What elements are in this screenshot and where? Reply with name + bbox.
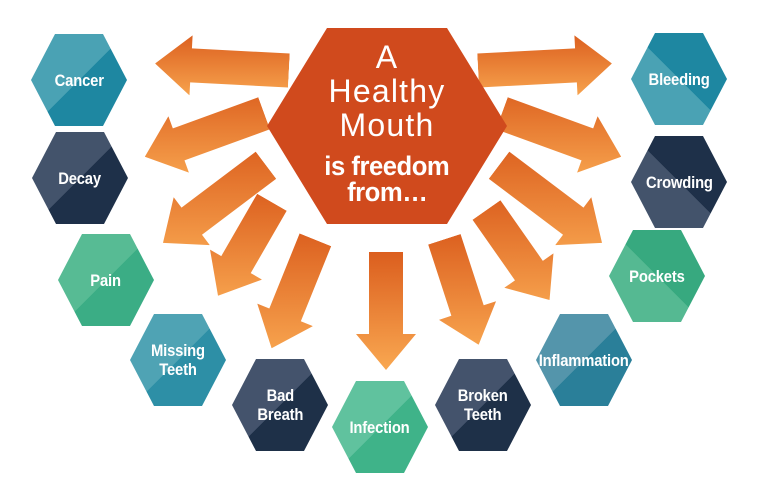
hexagon-crowding: Crowding	[631, 136, 727, 228]
hexagon-pockets: Pockets	[609, 230, 705, 322]
subtitle-line-1: is freedom	[324, 151, 450, 181]
hexagon-label-bleeding: Bleeding	[648, 69, 710, 89]
center-hexagon: A Healthy Mouth is freedom from…	[267, 28, 507, 224]
hexagon-inflammation: Inflammation	[536, 314, 632, 406]
title-line-mouth: Mouth	[339, 107, 435, 143]
hexagon-pain: Pain	[58, 234, 154, 326]
hexagon-bleeding: Bleeding	[631, 33, 727, 125]
hexagon-label-decay: Decay	[58, 168, 102, 188]
hexagon-label-crowding: Crowding	[645, 172, 713, 192]
hexagon-label-infection: Infection	[349, 417, 411, 437]
title-line-a: A	[375, 39, 399, 75]
hexagon-label-cancer: Cancer	[54, 70, 104, 90]
hexagon-label-pockets: Pockets	[629, 266, 685, 286]
subtitle-line-2: from…	[346, 177, 428, 207]
hexagon-label-inflammation: Inflammation	[539, 350, 629, 370]
title-line-healthy: Healthy	[328, 73, 446, 109]
hexagon-label-pain: Pain	[90, 270, 122, 290]
hexagon-infection: Infection	[332, 381, 428, 473]
hexagon-decay: Decay	[32, 132, 128, 224]
hexagon-cancer: Cancer	[31, 34, 127, 126]
